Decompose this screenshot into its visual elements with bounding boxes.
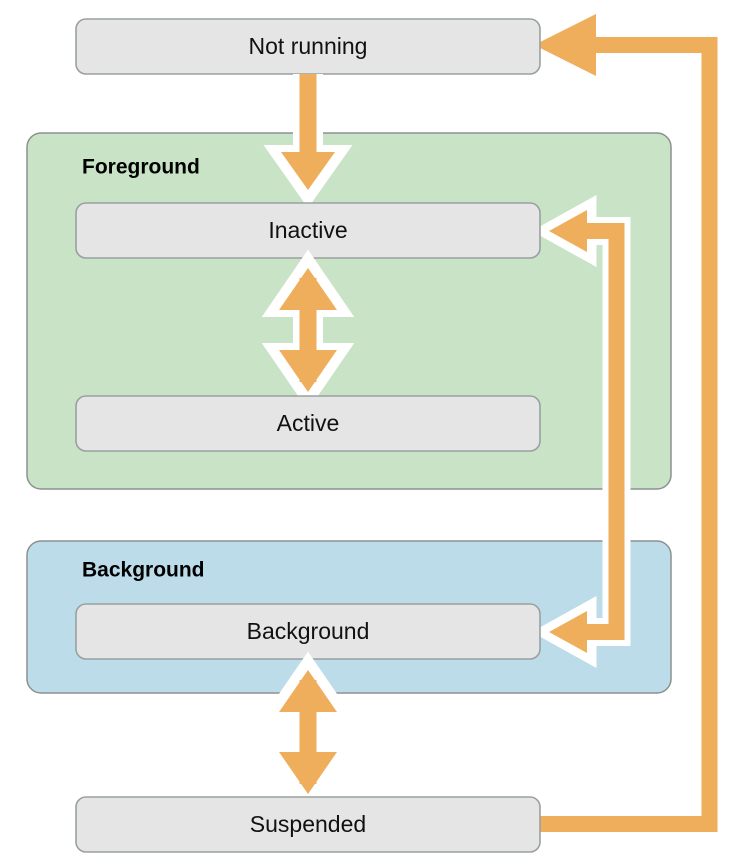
state-background-label: Background — [247, 618, 370, 644]
transition-inactive-active — [261, 249, 355, 411]
state-suspended-box[interactable] — [75, 796, 541, 853]
state-active-box[interactable] — [75, 395, 541, 452]
state-inactive[interactable]: Inactive — [75, 202, 541, 259]
state-not-running[interactable]: Not running — [75, 18, 541, 75]
arrowhead-to-not-running — [552, 23, 592, 67]
arrowhead-to-inactive — [549, 210, 587, 252]
state-active-label: Active — [277, 410, 340, 436]
down-arrowhead-fg — [279, 350, 337, 392]
foreground-group-label: Foreground — [82, 156, 200, 179]
state-inactive-label: Inactive — [268, 217, 347, 243]
down-arrowhead — [281, 152, 335, 190]
transition-suspended-to-not-running — [534, 14, 718, 832]
state-not-running-label: Not running — [249, 33, 368, 59]
up-arrowhead-fg — [279, 268, 337, 310]
up-arrowhead-bg — [279, 670, 337, 712]
state-background[interactable]: Background — [75, 603, 541, 660]
state-active[interactable]: Active — [75, 395, 541, 452]
state-suspended-label: Suspended — [250, 811, 366, 837]
background-group-label: Background — [82, 559, 205, 582]
transition-background-suspended — [261, 651, 355, 813]
arrowhead-to-background — [549, 611, 587, 653]
transition-not-running-to-inactive — [263, 74, 353, 209]
state-suspended[interactable]: Suspended — [75, 796, 541, 853]
down-arrowhead-bg — [279, 752, 337, 794]
elbow-path — [583, 223, 625, 640]
transition-background-inactive — [531, 194, 631, 669]
